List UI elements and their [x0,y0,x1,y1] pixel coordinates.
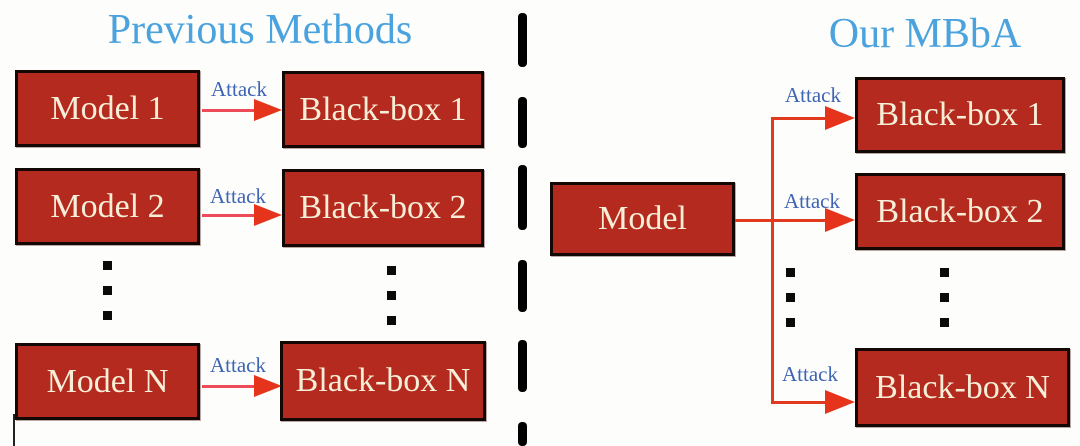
attack-label-right-n: Attack [782,362,838,386]
connector-branch-bottom [771,401,825,404]
our-mbba-title: Our MBbA [828,11,1022,57]
model-2-box: Model 2 [15,168,200,245]
attack-label-right-2: Attack [784,189,840,213]
attack-arrow-head-2 [254,204,282,226]
ellipsis-dot [786,318,795,327]
blackbox-n-label-left: Black-box N [295,362,471,399]
model-box-right: Model [550,182,735,256]
blackbox-2-box-left: Black-box 2 [282,169,484,247]
blackbox-2-label-right: Black-box 2 [876,192,1044,230]
vertical-ellipsis-right-blackboxes [940,268,949,327]
ellipsis-dot [940,268,949,277]
attack-label-right-1: Attack [785,83,841,107]
branch-arrow-head-2 [825,208,855,232]
branch-arrow-head-1 [825,106,855,130]
blackbox-n-label-right: Black-box N [875,368,1050,406]
divider-dash [518,340,527,392]
blackbox-1-box-right: Black-box 1 [855,77,1065,153]
connector-branch-middle [735,219,825,222]
ellipsis-dot [103,261,112,270]
attack-label-left-1: Attack [211,77,267,101]
divider-dash [518,422,527,446]
vertical-ellipsis-left-blackboxes [387,266,396,325]
attack-arrow-head-1 [254,99,282,121]
edge-artifact-line [13,414,15,446]
model-1-label: Model 1 [50,89,165,127]
ellipsis-dot [387,266,396,275]
blackbox-1-label-left: Black-box 1 [299,90,467,128]
ellipsis-dot [103,311,112,320]
blackbox-n-box-right: Black-box N [855,348,1070,427]
vertical-ellipsis-right-trunk [786,268,795,327]
previous-methods-title: Previous Methods [107,7,413,53]
blackbox-2-label-left: Black-box 2 [299,189,467,226]
ellipsis-dot [940,293,949,302]
ellipsis-dot [387,316,396,325]
model-2-label: Model 2 [50,187,165,225]
ellipsis-dot [940,318,949,327]
connector-trunk-vertical [771,117,774,404]
divider-dash [518,260,527,312]
model-n-box: Model N [15,343,200,420]
ellipsis-dot [786,293,795,302]
branch-arrow-head-n [825,390,855,414]
vertical-ellipsis-left-models [103,261,112,320]
model-n-label: Model N [46,362,169,400]
model-1-box: Model 1 [15,70,200,147]
ellipsis-dot [786,268,795,277]
divider-dash [518,165,527,230]
attack-arrow-shaft-n [202,385,256,388]
blackbox-1-box-left: Black-box 1 [282,71,484,148]
blackbox-1-label-right: Black-box 1 [876,96,1044,133]
ellipsis-dot [103,286,112,295]
blackbox-n-box-left: Black-box N [280,341,486,421]
attack-arrow-shaft-2 [202,214,256,217]
model-label-right: Model [598,200,687,237]
blackbox-2-box-right: Black-box 2 [855,173,1065,250]
attack-arrow-head-n [254,375,282,397]
attack-arrow-shaft-1 [202,109,256,112]
ellipsis-dot [387,291,396,300]
connector-branch-top [771,117,825,120]
divider-dash [518,13,527,67]
attack-label-left-n: Attack [210,353,266,377]
divider-dash [518,97,527,148]
